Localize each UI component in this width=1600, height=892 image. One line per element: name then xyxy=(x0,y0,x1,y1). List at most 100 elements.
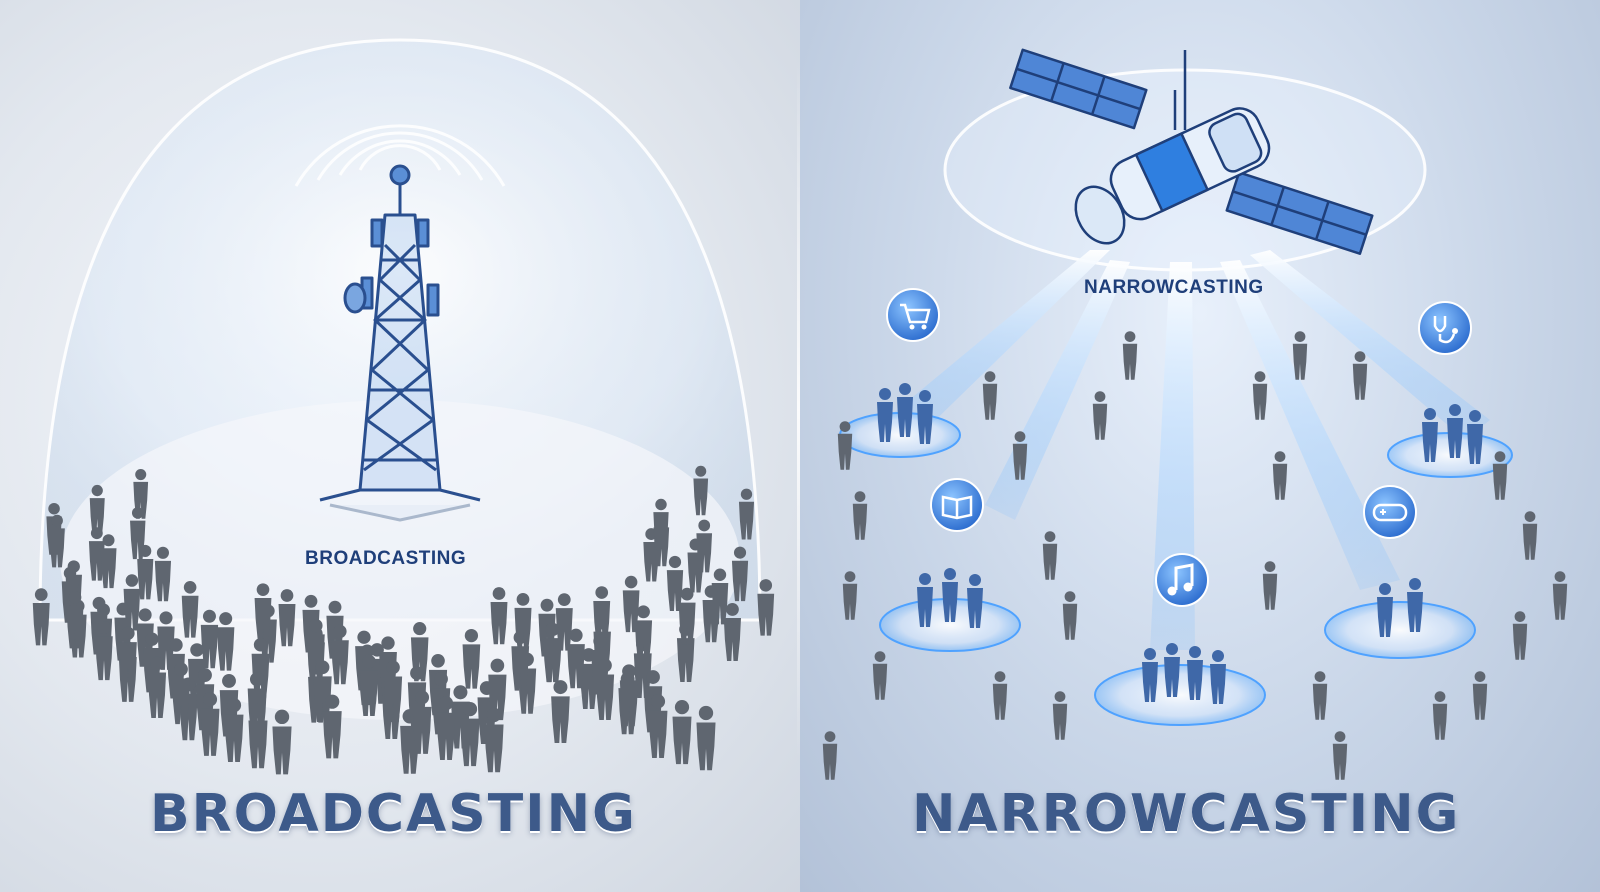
general-bystanders xyxy=(822,331,1568,780)
group-member xyxy=(917,573,933,627)
person-silhouette xyxy=(200,692,220,756)
person-silhouette xyxy=(1312,671,1328,720)
person-silhouette xyxy=(738,488,755,540)
broadcasting-title: BROADCASTING xyxy=(150,784,637,844)
book-icon xyxy=(930,478,984,532)
person-silhouette xyxy=(460,701,480,767)
person-silhouette xyxy=(757,579,775,636)
person-silhouette xyxy=(278,589,296,647)
panel-divider xyxy=(797,60,800,760)
person-silhouette xyxy=(666,555,684,611)
group-member xyxy=(1467,410,1483,464)
person-silhouette xyxy=(171,662,191,725)
person-silhouette xyxy=(89,484,105,536)
person-silhouette xyxy=(648,694,668,758)
group-member xyxy=(1447,404,1463,458)
person-silhouette xyxy=(872,651,888,700)
person-silhouette xyxy=(696,705,716,771)
person-silhouette xyxy=(272,709,292,775)
person-silhouette xyxy=(1432,691,1448,740)
person-silhouette xyxy=(217,612,235,671)
person-silhouette xyxy=(484,707,504,773)
person-silhouette xyxy=(322,694,342,759)
group-member xyxy=(877,388,893,442)
person-silhouette xyxy=(137,544,154,600)
group-member xyxy=(1422,408,1438,462)
transmission-tower-icon xyxy=(319,164,481,522)
person-silhouette xyxy=(32,588,50,646)
person-silhouette xyxy=(543,622,561,683)
person-silhouette xyxy=(551,680,570,743)
signal-beams xyxy=(885,250,1490,650)
person-silhouette xyxy=(693,465,709,516)
person-silhouette xyxy=(200,609,219,669)
person-silhouette xyxy=(852,491,868,540)
person-silhouette xyxy=(49,514,65,568)
person-silhouette xyxy=(595,658,615,721)
person-silhouette xyxy=(982,371,998,420)
group-member xyxy=(942,568,958,622)
person-silhouette xyxy=(181,580,199,638)
person-silhouette xyxy=(331,624,349,685)
person-silhouette xyxy=(1512,611,1528,660)
person-silhouette xyxy=(514,592,532,651)
person-silhouette xyxy=(731,546,749,602)
group-member xyxy=(897,383,913,437)
person-silhouette xyxy=(1472,671,1488,720)
person-silhouette xyxy=(147,656,167,719)
person-silhouette xyxy=(619,664,639,727)
music-note-icon xyxy=(1155,553,1209,607)
person-silhouette xyxy=(634,605,653,664)
group-member xyxy=(967,574,983,628)
narrowcasting-panel: NARROWCASTING NARROWCASTING xyxy=(800,0,1600,892)
group-member xyxy=(917,390,933,444)
person-silhouette xyxy=(992,671,1008,720)
person-silhouette xyxy=(1522,511,1538,560)
person-silhouette xyxy=(490,587,508,645)
person-silhouette xyxy=(1252,371,1268,420)
person-silhouette xyxy=(100,534,117,589)
broadcasting-panel: BROADCASTING BROADCASTING xyxy=(0,0,800,892)
person-silhouette xyxy=(1352,351,1368,400)
shopping-cart-icon xyxy=(886,288,940,342)
person-silhouette xyxy=(119,626,137,687)
person-silhouette xyxy=(66,591,84,649)
person-silhouette xyxy=(1012,431,1028,480)
person-silhouette xyxy=(837,421,853,470)
person-silhouette xyxy=(653,498,669,551)
person-silhouette xyxy=(1272,451,1288,500)
person-silhouette xyxy=(622,575,640,633)
person-silhouette xyxy=(254,583,272,641)
person-silhouette xyxy=(248,703,268,769)
group-member xyxy=(1377,583,1393,637)
person-silhouette xyxy=(412,690,432,754)
person-silhouette xyxy=(1492,451,1508,500)
person-silhouette xyxy=(1262,561,1278,610)
signal-waves-icon xyxy=(294,124,506,187)
person-silhouette xyxy=(672,700,692,765)
person-silhouette xyxy=(593,586,611,644)
targeted-audience-groups xyxy=(877,383,1483,704)
group-member xyxy=(1187,646,1203,700)
game-controller-icon xyxy=(1363,485,1417,539)
narrowcasting-title: NARROWCASTING xyxy=(912,784,1461,844)
person-silhouette xyxy=(383,660,403,723)
person-silhouette xyxy=(462,628,481,689)
group-member xyxy=(1407,578,1423,632)
person-silhouette xyxy=(723,602,741,661)
person-silhouette xyxy=(1122,331,1138,380)
broadcasting-scene xyxy=(32,38,775,775)
stethoscope-icon xyxy=(1418,301,1472,355)
narrowcasting-center-label: NARROWCASTING xyxy=(1084,277,1264,298)
person-silhouette xyxy=(1292,331,1308,380)
person-silhouette xyxy=(1092,391,1108,440)
person-silhouette xyxy=(1042,531,1058,580)
person-silhouette xyxy=(359,654,379,716)
person-silhouette xyxy=(436,696,456,761)
person-silhouette xyxy=(1062,591,1078,640)
group-member xyxy=(1164,643,1180,697)
person-silhouette xyxy=(567,628,585,689)
group-member xyxy=(1210,650,1226,704)
person-silhouette xyxy=(702,585,720,643)
